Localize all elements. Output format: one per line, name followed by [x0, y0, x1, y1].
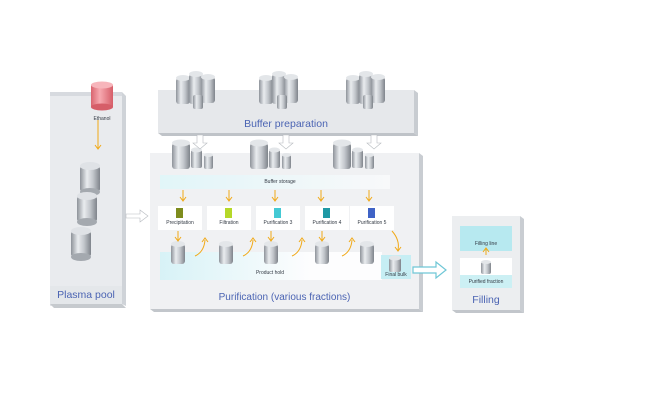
buffer-storage-label: Buffer storage	[264, 179, 296, 185]
ethanol-tank-icon	[91, 81, 113, 111]
buffer-storage-tank-group-icon	[333, 139, 374, 169]
ethanol-label: Ethanol	[93, 116, 111, 122]
buffer-preparation-title: Buffer preparation	[244, 118, 328, 130]
step-swatch	[225, 208, 232, 218]
step-label: Filtration	[219, 220, 239, 226]
step-swatch	[323, 208, 330, 218]
step-swatch	[274, 208, 281, 218]
product-tank-icon	[360, 241, 374, 264]
product-tank-icon	[315, 241, 329, 264]
product-hold-strip	[160, 252, 382, 280]
buffer-down-arrow-icon	[192, 134, 382, 150]
plasma-pool-title: Plasma pool	[57, 289, 115, 301]
purified-fraction-label: Purified fraction	[468, 279, 504, 285]
product-hold-label: Product hold	[255, 270, 285, 276]
buffer-storage-tank-group-icon	[172, 139, 213, 169]
buffer-prep-tank-group-icon	[176, 71, 215, 109]
step-label: Purification 5	[357, 220, 387, 226]
plasma-tank-icon	[71, 227, 91, 261]
buffer-storage-tank-group-icon	[250, 139, 291, 169]
step-swatch	[368, 208, 375, 218]
filling-title: Filling	[472, 294, 500, 306]
product-tank-icon	[264, 241, 278, 264]
filling-line-box	[460, 226, 512, 251]
plasma-tank-icon	[80, 162, 100, 196]
product-tank-icon	[219, 241, 233, 264]
purified-fraction-tank-icon	[481, 260, 491, 274]
plasma-tank-icon	[77, 192, 97, 226]
step-label: Purification 3	[263, 220, 293, 226]
buffer-prep-tank-group-icon	[346, 71, 385, 109]
step-label: Purification 4	[312, 220, 342, 226]
final-bulk-tank-icon	[389, 255, 401, 272]
filling-line-label: Filling line	[474, 241, 498, 247]
flow-arrows	[94, 120, 490, 257]
product-tank-icon	[171, 241, 185, 264]
final-bulk-to-filling-arrow-icon	[412, 260, 447, 280]
plasma-to-purification-arrow-icon	[125, 209, 149, 223]
buffer-prep-tank-group-icon	[259, 71, 298, 109]
buffer-storage-strip	[160, 175, 390, 189]
final-bulk-label: Final bulk	[385, 272, 407, 278]
step-swatch	[176, 208, 183, 218]
purification-title: Purification (various fractions)	[218, 292, 351, 303]
step-label: Precipitation	[166, 220, 194, 226]
